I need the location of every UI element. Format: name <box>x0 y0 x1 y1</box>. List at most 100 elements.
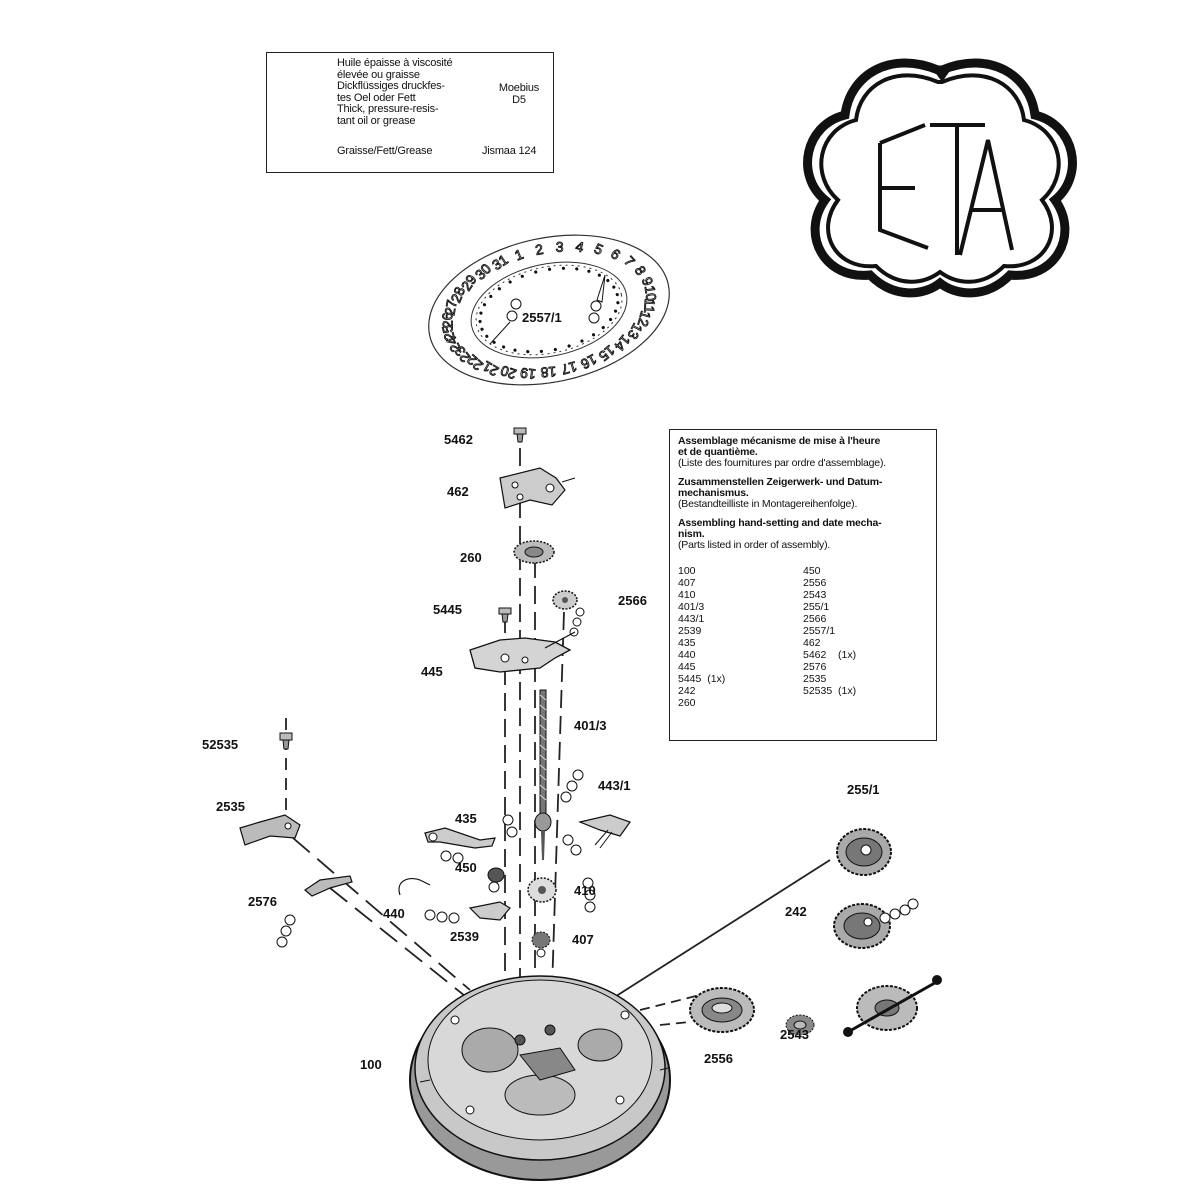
date-disc-tooth <box>547 267 552 271</box>
part-462-plate <box>499 467 576 509</box>
instructions-de-sub: (Bestandteilliste in Montagereihenfolge)… <box>678 498 858 510</box>
parts-list-item: 2539 <box>678 625 702 637</box>
logo-letter-e <box>878 123 929 250</box>
date-disc-number: 19 <box>519 365 537 383</box>
parts-list-item: 435 <box>678 637 696 649</box>
date-disc-oil-marks <box>489 274 606 345</box>
part-2535-lever <box>239 814 301 846</box>
date-disc-number: 28 <box>447 284 468 305</box>
label-410: 410 <box>574 883 596 898</box>
date-disc-tooth <box>526 350 530 354</box>
parts-list-item: 2557/1 <box>803 625 836 637</box>
part-445-bridge <box>469 631 576 673</box>
date-disc-number: 20 <box>498 362 518 382</box>
date-disc-number: 6 <box>608 245 624 263</box>
part-255-1-wheel <box>836 828 892 876</box>
date-disc-tooth <box>575 267 579 271</box>
date-disc-number: 11 <box>641 298 658 314</box>
date-disc-number: 25 <box>439 323 458 342</box>
date-disc-tooth <box>597 273 601 277</box>
part-435-lever <box>424 814 518 864</box>
lubricant-legend: Huile épaisse à viscosité élevée ou grai… <box>266 52 554 173</box>
date-disc-tooth <box>520 274 524 278</box>
parts-list-item: 100 <box>678 565 696 577</box>
label-2576: 2576 <box>248 894 277 909</box>
date-disc-tooth <box>567 344 571 348</box>
date-disc-tooth <box>485 334 489 338</box>
part-401-3-stem <box>534 689 552 860</box>
parts-list-item: 407 <box>678 577 696 589</box>
date-disc-tooth <box>612 285 616 289</box>
date-disc-number: 12 <box>635 309 655 329</box>
part-2539-lever <box>424 901 511 924</box>
date-disc-tooth <box>508 280 512 284</box>
label-2539: 2539 <box>450 929 479 944</box>
date-disc-tooth <box>587 269 591 273</box>
instructions-fr-title: Assemblage mécanisme de mise à l'heure e… <box>678 435 881 458</box>
parts-list-item: 440 <box>678 649 696 661</box>
oil-description: Huile épaisse à viscosité élevée ou grai… <box>337 57 453 127</box>
parts-list-item: 443/1 <box>678 613 705 625</box>
label-2535: 2535 <box>216 799 245 814</box>
parts-list-item: 2576 <box>803 661 827 673</box>
date-disc-number: 13 <box>624 321 645 342</box>
oil-brand: Moebius D5 <box>498 82 540 106</box>
label-401-3: 401/3 <box>574 718 607 733</box>
label-450: 450 <box>455 860 477 875</box>
date-disc-number: 16 <box>578 351 599 373</box>
date-disc-tooth <box>616 301 620 305</box>
instructions-en-title: Assembling hand-setting and date mecha- … <box>678 517 882 540</box>
grease-description: Graisse/Fett/Grease <box>337 145 433 157</box>
date-disc-tooth <box>482 303 487 307</box>
part-410-wheel <box>527 877 596 913</box>
instructions-fr-sub: (Liste des fournitures par ordre d'assem… <box>678 457 886 469</box>
parts-list-item: 2535 <box>803 673 827 685</box>
parts-list-item: 410 <box>678 589 696 601</box>
parts-list-item: 401/3 <box>678 601 705 613</box>
part-52535-screw <box>279 732 293 750</box>
date-disc-number: 4 <box>574 238 585 255</box>
label-440: 440 <box>383 906 405 921</box>
date-disc-tooth <box>492 340 496 344</box>
label-100: 100 <box>360 1057 382 1072</box>
part-443-1-lever <box>560 769 631 856</box>
date-disc-tooth <box>553 347 557 352</box>
parts-list-item: 5462 (1x) <box>803 649 857 661</box>
label-435: 435 <box>455 811 477 826</box>
assembly-axis-lines <box>285 448 831 1026</box>
parts-list-item: 462 <box>803 637 821 649</box>
date-disc-label: 2557/1 <box>522 310 562 325</box>
part-2543-wheel <box>785 1014 815 1036</box>
instructions-en-sub: (Parts listed in order of assembly). <box>678 539 831 551</box>
date-disc-number: 2 <box>534 241 545 258</box>
part-2566-wheel <box>552 590 585 637</box>
instructions-de-title: Zusammenstellen Zeigerwerk- und Datum- m… <box>678 476 883 499</box>
date-disc-number: 1 <box>512 246 525 264</box>
date-disc-tooth <box>479 311 483 315</box>
date-disc-number: 7 <box>621 253 638 270</box>
date-disc-tooth <box>539 349 544 353</box>
date-disc-number: 24 <box>443 334 464 355</box>
date-disc-tooth <box>513 348 517 352</box>
part-450-pinion <box>487 867 505 893</box>
label-260: 260 <box>460 550 482 565</box>
label-52535: 52535 <box>202 737 239 752</box>
parts-list-item: 242 <box>678 685 696 697</box>
date-disc-tooth <box>613 309 618 313</box>
eta-logo <box>803 58 1077 298</box>
parts-list-item: 2566 <box>803 613 827 625</box>
label-445: 445 <box>421 664 443 679</box>
date-disc-tooth <box>615 292 619 297</box>
label-5445: 5445 <box>433 602 462 617</box>
parts-list-item: 445 <box>678 661 696 673</box>
label-2556: 2556 <box>704 1051 733 1066</box>
label-5462: 5462 <box>444 432 473 447</box>
date-disc-number: 8 <box>632 263 650 278</box>
date-disc-tooth <box>609 317 613 322</box>
part-242-wheel <box>833 898 919 949</box>
parts-list-item: 255/1 <box>803 601 830 613</box>
label-462: 462 <box>447 484 469 499</box>
label-407: 407 <box>572 932 594 947</box>
